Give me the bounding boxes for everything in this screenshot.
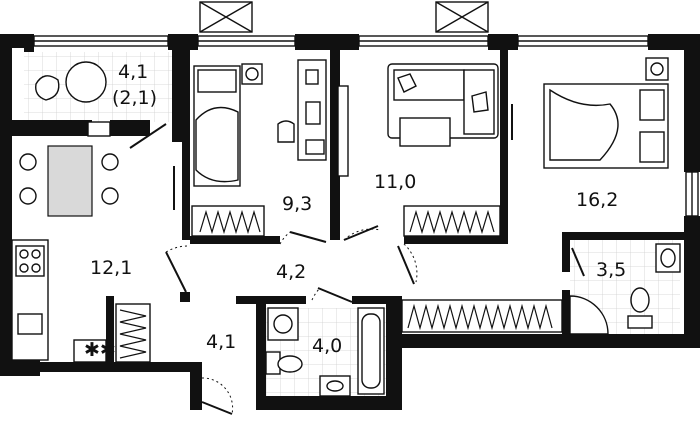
area-label-living: 11,0 [374,171,416,193]
area-label-hall: 4,2 [276,261,306,283]
kitchen-furniture: ✱✱ [11,145,119,363]
master-bedroom-furniture [543,57,669,169]
wardrobes [115,205,563,363]
bathroom-fixtures [265,307,385,397]
vent-shafts [199,1,489,33]
balcony-furniture [35,61,111,137]
living-furniture [337,63,499,177]
area-label-balcony-sub: (2,1) [112,87,157,109]
area-label-bedroom-master: 16,2 [576,189,618,211]
svg-text:✱✱: ✱✱ [84,339,116,361]
windows [33,35,699,217]
small-bedroom-furniture [193,59,327,187]
wc-fixtures [569,243,681,335]
area-label-wc: 3,5 [596,259,626,281]
walls [0,34,700,410]
area-label-balcony: 4,1 [118,61,148,83]
area-label-bedroom-small: 9,3 [282,193,312,215]
area-label-entry: 4,1 [206,331,236,353]
room-labels: 4,1 (2,1) 12,1 9,3 11,0 16,2 4,2 4,1 4,0… [90,61,626,357]
area-label-kitchen: 12,1 [90,257,132,279]
area-label-bathroom: 4,0 [312,335,342,357]
